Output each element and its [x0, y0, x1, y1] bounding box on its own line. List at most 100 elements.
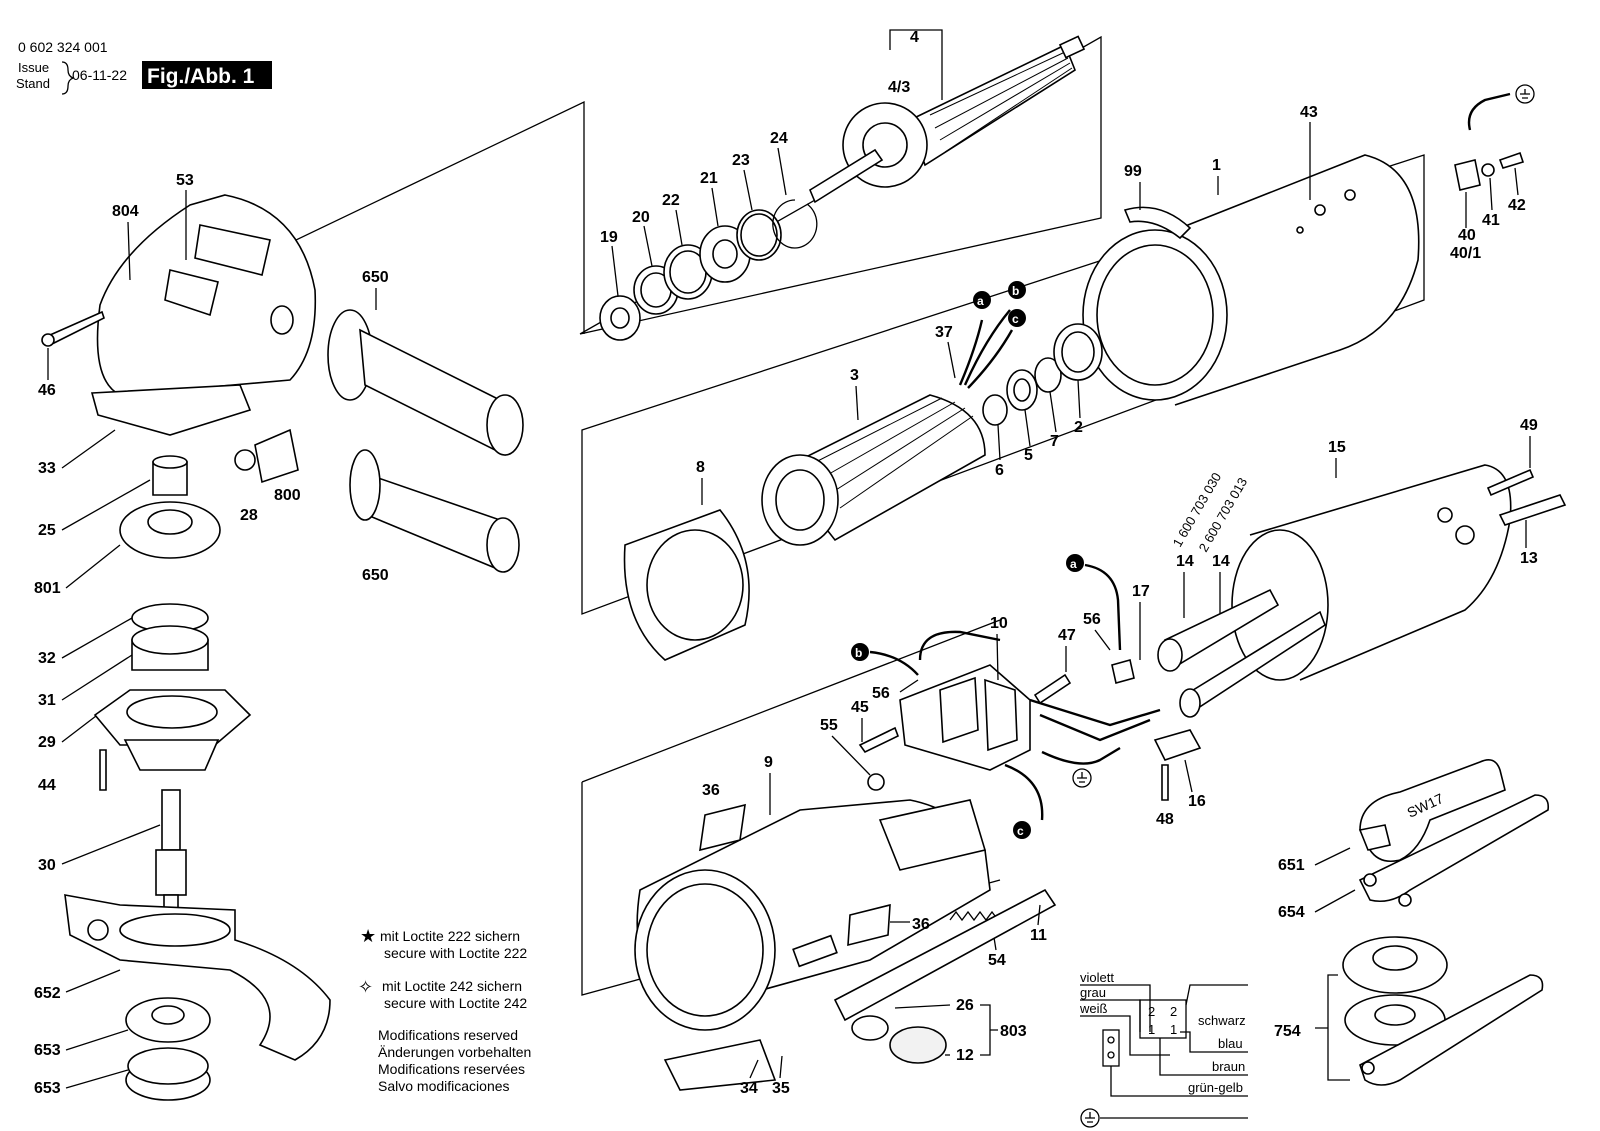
part-804: 804 [112, 203, 139, 220]
part-13: 13 [1520, 550, 1538, 567]
note-loctite222-de: mit Loctite 222 sichern [380, 928, 520, 944]
screw-48 [1161, 764, 1169, 801]
terminal-2b: 2 [1170, 1004, 1177, 1019]
part-43: 43 [1300, 104, 1318, 121]
part-20: 20 [632, 209, 650, 226]
switch-10 [899, 630, 1161, 771]
air-baffle [623, 509, 750, 661]
marker-c-mid: c [1013, 821, 1031, 839]
part-24: 24 [770, 130, 788, 147]
gear-housing [90, 194, 317, 436]
part-23: 23 [732, 152, 750, 169]
ground-symbol-mid [1072, 768, 1092, 788]
figure-badge [142, 61, 272, 89]
part-3: 3 [850, 367, 859, 384]
part-8: 8 [696, 459, 705, 476]
part-5: 5 [1024, 447, 1033, 464]
part-754: 754 [1274, 1023, 1301, 1040]
wire-braun: braun [1212, 1059, 1245, 1074]
part-4-3: 4/3 [888, 79, 910, 96]
cable-13 [1498, 494, 1567, 526]
part-48: 48 [1156, 811, 1174, 828]
part-42: 42 [1508, 197, 1526, 214]
part-22: 22 [662, 192, 680, 209]
open-wrench [1358, 759, 1506, 863]
part-26: 26 [956, 997, 974, 1014]
part-4: 4 [910, 29, 919, 46]
part-14-b: 14 [1212, 553, 1230, 570]
part-653-a: 653 [34, 1042, 61, 1059]
bearing-25 [152, 455, 188, 496]
part-40-1: 40/1 [1450, 245, 1481, 262]
terminal-17 [1111, 659, 1135, 684]
svg-text:c: c [1012, 312, 1019, 326]
part-28: 28 [240, 507, 258, 524]
flange-set-754 [1342, 936, 1544, 1086]
part-46: 46 [38, 382, 56, 399]
handle-housing [634, 799, 991, 1031]
wheel-guard [64, 894, 331, 1061]
part-40: 40 [1458, 227, 1476, 244]
part-36-b: 36 [912, 916, 930, 933]
part-53: 53 [176, 172, 194, 189]
part-11: 11 [1030, 927, 1047, 944]
note-mod-de: Änderungen vorbehalten [378, 1044, 531, 1060]
terminal-2a: 2 [1148, 1004, 1155, 1019]
part-47: 47 [1058, 627, 1076, 644]
part-32: 32 [38, 650, 56, 667]
cord-protectors [1157, 588, 1326, 718]
part-17: 17 [1132, 583, 1150, 600]
part-35: 35 [772, 1080, 790, 1097]
part-654: 654 [1278, 904, 1305, 921]
issue-label: Issue [18, 60, 49, 75]
part-651: 651 [1278, 857, 1305, 874]
part-99: 99 [1124, 163, 1142, 180]
part-7: 7 [1050, 433, 1059, 450]
cable-clamp-16 [1153, 729, 1202, 761]
plate-26 [851, 1015, 889, 1041]
wire-grau: grau [1080, 985, 1106, 1000]
part-801: 801 [34, 580, 61, 597]
svg-text:a: a [977, 294, 984, 308]
note-mod-es: Salvo modificaciones [378, 1078, 510, 1094]
bearing-rings [599, 199, 818, 341]
screw-47 [1033, 673, 1072, 705]
part-33: 33 [38, 460, 56, 477]
svg-text:b: b [855, 646, 862, 660]
pin-wrench-654 [1358, 794, 1550, 907]
crown-gear [119, 501, 221, 559]
part-2: 2 [1074, 419, 1083, 436]
part-19: 19 [600, 229, 618, 246]
wiring-diagram [1080, 984, 1248, 1128]
part-12: 12 [956, 1047, 974, 1064]
part-14-a: 14 [1176, 553, 1194, 570]
note-loctite242-de: mit Loctite 242 sichern [382, 978, 522, 994]
screw-44 [99, 749, 107, 791]
figure-title: Fig./Abb. 1 [147, 65, 255, 88]
svg-text:a: a [1070, 557, 1077, 571]
part-49: 49 [1520, 417, 1538, 434]
part-16: 16 [1188, 793, 1206, 810]
part-650-bottom: 650 [362, 567, 389, 584]
field-coil [761, 394, 986, 546]
part-1: 1 [1212, 157, 1221, 174]
part-30: 30 [38, 857, 56, 874]
part-653-b: 653 [34, 1080, 61, 1097]
marker-a-top: a [973, 291, 991, 309]
wire-violett: violett [1080, 970, 1114, 985]
marker-a-mid: a [1066, 554, 1084, 572]
stand-label: Stand [16, 76, 50, 91]
terminal-1b: 1 [1170, 1022, 1177, 1037]
part-29: 29 [38, 734, 56, 751]
bearings-motor [982, 323, 1103, 426]
slider-11 [833, 888, 1057, 1022]
part-25: 25 [38, 522, 56, 539]
svg-text:b: b [1012, 284, 1019, 298]
wire-gruen-gelb: grün-gelb [1188, 1080, 1243, 1095]
star-242-icon: ✧ [358, 977, 373, 998]
washer-55 [867, 773, 885, 791]
motor-housing [1082, 154, 1420, 406]
pinion-gear [234, 428, 299, 484]
marker-b-mid: b [851, 643, 869, 661]
